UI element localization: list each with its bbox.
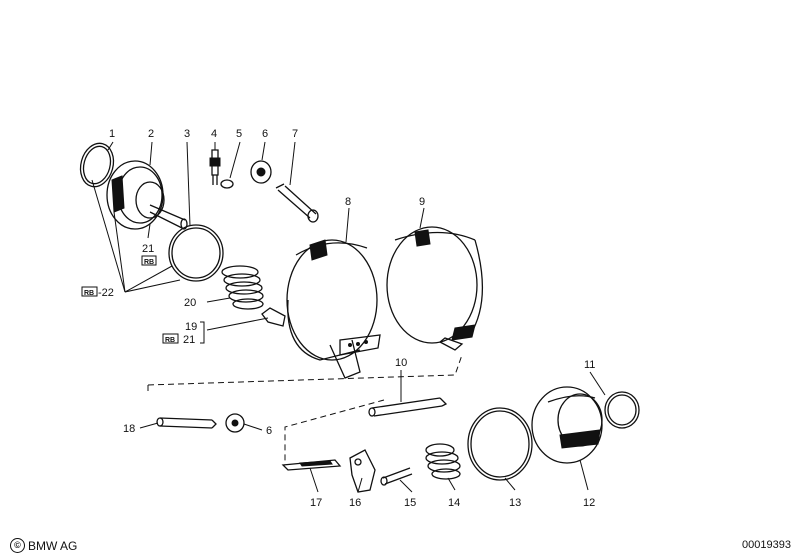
label-part-5: 5 bbox=[236, 128, 242, 140]
part-6-nut-lower bbox=[225, 413, 245, 433]
part-11-snap-ring bbox=[604, 391, 640, 429]
label-part-15: 15 bbox=[404, 497, 416, 509]
part-3-o-ring bbox=[168, 224, 224, 282]
svg-text:RB: RB bbox=[144, 259, 154, 266]
label-part-3: 3 bbox=[184, 128, 190, 140]
label-part-6-lower: 6 bbox=[266, 425, 272, 437]
ref-box-21-lower: RB bbox=[162, 333, 179, 344]
label-part-10: 10 bbox=[395, 357, 407, 369]
svg-text:RB: RB bbox=[84, 290, 94, 297]
part-1-snap-ring bbox=[79, 142, 115, 188]
part-7-adjusting-screw bbox=[275, 183, 319, 223]
copyright-footer: © BMW AG bbox=[10, 538, 77, 553]
label-part-20: 20 bbox=[184, 297, 196, 309]
part-10-pin bbox=[368, 397, 448, 417]
label-part-19: 19 bbox=[185, 321, 197, 333]
leader-lines bbox=[91, 141, 606, 493]
label-part-7: 7 bbox=[292, 128, 298, 140]
brand-label: BMW AG bbox=[28, 538, 78, 553]
part-5-small-ring bbox=[220, 179, 234, 189]
part-14-spring bbox=[425, 443, 461, 480]
label-part-2: 2 bbox=[148, 128, 154, 140]
label-part-13: 13 bbox=[509, 497, 521, 509]
ref-box-22: RB bbox=[81, 286, 98, 297]
part-4-pin bbox=[209, 149, 221, 185]
part-9-brake-band bbox=[386, 226, 484, 351]
copyright-icon: © bbox=[10, 538, 25, 553]
label-part-11: 11 bbox=[584, 359, 595, 371]
part-6-nut bbox=[250, 160, 272, 184]
label-part-17: 17 bbox=[310, 497, 322, 509]
part-8-brake-band bbox=[286, 239, 381, 379]
assembly-dashed-lines bbox=[147, 354, 463, 462]
label-ref-22: -22 bbox=[98, 287, 114, 299]
label-part-1: 1 bbox=[109, 128, 115, 140]
ref-box-21-upper: RB bbox=[141, 255, 157, 266]
part-18-long-pin bbox=[156, 417, 217, 429]
part-16-lever bbox=[349, 449, 376, 493]
label-part-4: 4 bbox=[211, 128, 217, 140]
label-part-21-upper: 21 bbox=[142, 243, 154, 255]
label-part-18: 18 bbox=[123, 423, 135, 435]
part-13-o-ring bbox=[467, 407, 533, 481]
part-2-servo-piston bbox=[106, 160, 188, 230]
label-part-16: 16 bbox=[349, 497, 361, 509]
part-17-plate bbox=[281, 459, 342, 471]
part-20-spring bbox=[221, 265, 264, 310]
svg-text:RB: RB bbox=[165, 337, 175, 344]
label-part-14: 14 bbox=[448, 497, 460, 509]
part-15-pin bbox=[380, 467, 413, 486]
part-19-strut bbox=[261, 307, 286, 327]
part-12-piston bbox=[531, 386, 603, 464]
label-part-6: 6 bbox=[262, 128, 268, 140]
label-part-12: 12 bbox=[583, 497, 595, 509]
label-part-21-lower: 21 bbox=[183, 334, 195, 346]
label-part-8: 8 bbox=[345, 196, 351, 208]
document-number: 00019393 bbox=[742, 539, 791, 551]
label-part-9: 9 bbox=[419, 196, 425, 208]
